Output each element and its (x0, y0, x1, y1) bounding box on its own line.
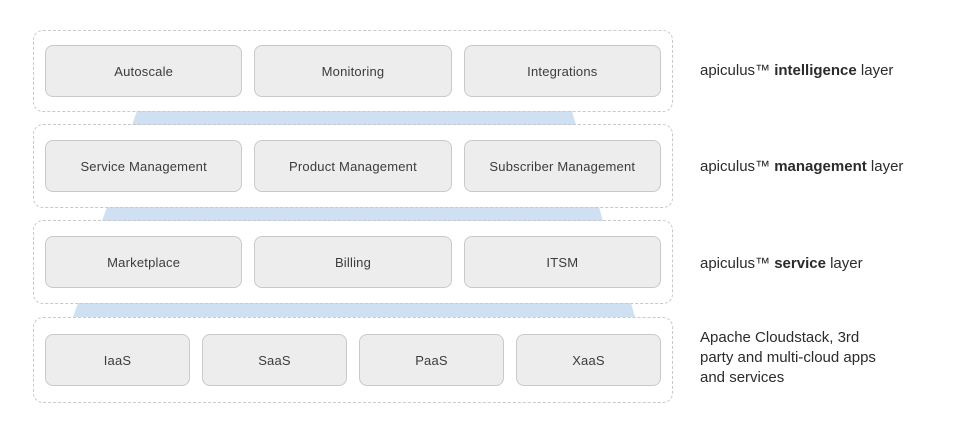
layer-infrastructure: IaaS SaaS PaaS XaaS (33, 317, 673, 403)
layer-intelligence: Autoscale Monitoring Integrations (33, 30, 673, 112)
label-line: and services (700, 369, 785, 386)
funnel-connector-intelligence-management (132, 111, 576, 125)
label-line: Apache Cloudstack, 3rd (700, 329, 860, 346)
node-subscriber-management: Subscriber Management (463, 140, 661, 192)
label-line: party and multi-cloud apps (700, 349, 876, 366)
label-intelligence-layer: apiculus™ intelligence layer (700, 62, 893, 80)
label-bold-word: intelligence (774, 62, 857, 79)
label-service-layer: apiculus™ service layer (700, 255, 863, 273)
node-monitoring: Monitoring (254, 45, 452, 97)
node-itsm: ITSM (463, 236, 661, 288)
label-bold-word: service (774, 255, 826, 272)
node-service-management: Service Management (45, 140, 243, 192)
label-suffix: layer (825, 255, 863, 272)
node-paas: PaaS (359, 334, 504, 386)
label-bold-word: management (774, 158, 867, 175)
funnel-connector-service-infrastructure (73, 303, 635, 317)
node-product-management: Product Management (254, 140, 452, 192)
label-prefix: apiculus™ (700, 62, 775, 79)
node-integrations: Integrations (463, 45, 661, 97)
layer-management: Service Management Product Management Su… (33, 124, 673, 208)
node-marketplace: Marketplace (45, 236, 243, 288)
node-iaas: IaaS (45, 334, 190, 386)
funnel-connector-management-service (102, 207, 603, 221)
label-management-layer: apiculus™ management layer (700, 158, 903, 176)
node-autoscale: Autoscale (45, 45, 243, 97)
layer-service: Marketplace Billing ITSM (33, 220, 673, 304)
label-suffix: layer (866, 158, 904, 175)
label-suffix: layer (856, 62, 894, 79)
label-infrastructure-sources: Apache Cloudstack, 3rd party and multi-c… (700, 328, 876, 388)
label-prefix: apiculus™ (700, 158, 775, 175)
node-saas: SaaS (202, 334, 347, 386)
label-prefix: apiculus™ (700, 255, 775, 272)
node-billing: Billing (254, 236, 452, 288)
node-xaas: XaaS (516, 334, 661, 386)
